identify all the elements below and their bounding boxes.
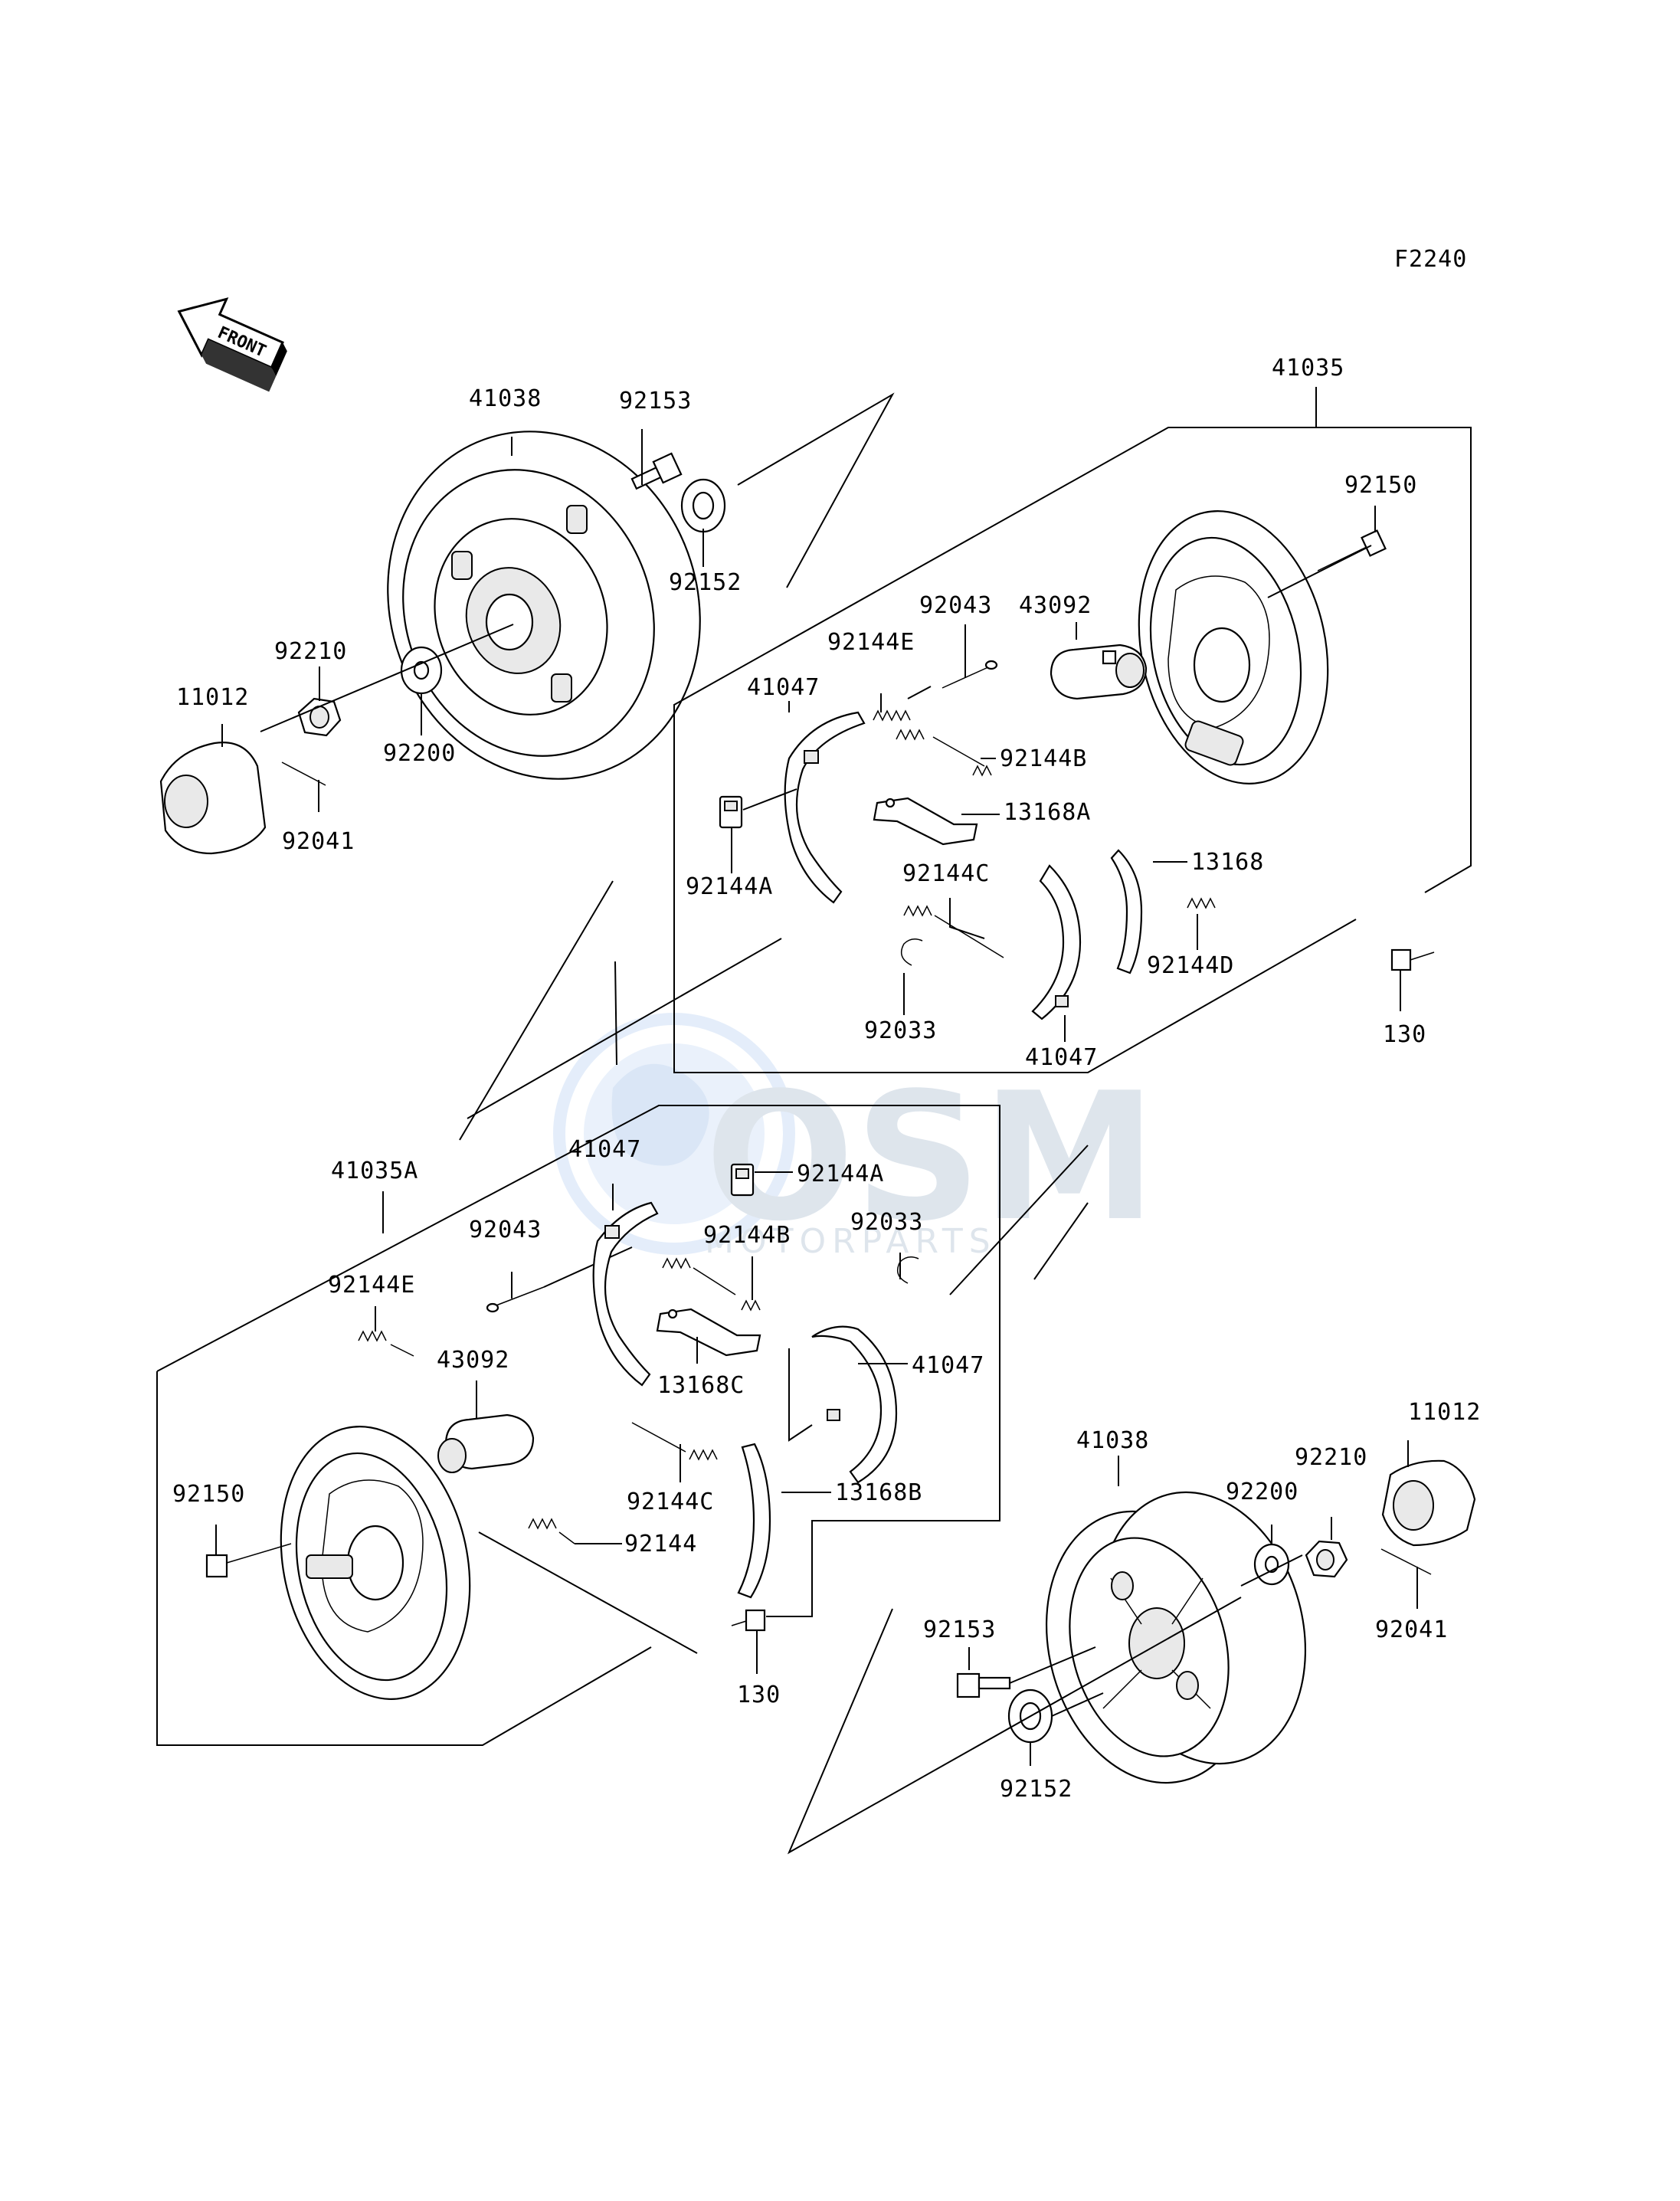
bolt-92150-bottom (205, 1543, 292, 1578)
label-43092-bottom: 43092 (437, 1347, 509, 1374)
label-43092-top: 43092 (1019, 592, 1092, 619)
label-92043-top: 92043 (919, 592, 992, 619)
spring-92144C-top (903, 905, 1004, 958)
bolt-130-bottom (731, 1609, 766, 1632)
label-92144C-top: 92144C (902, 860, 990, 887)
spring-92144C-bottom (631, 1422, 718, 1461)
label-92144-bottom: 92144 (624, 1531, 697, 1557)
label-130-bottom: 130 (737, 1682, 781, 1708)
label-92150-top: 92150 (1344, 472, 1417, 499)
label-41047-top-lower: 41047 (1025, 1044, 1098, 1071)
label-92153-top: 92153 (619, 388, 692, 414)
lever-13168A-top (873, 797, 978, 846)
label-41038-top: 41038 (469, 385, 542, 412)
label-41047-bottom-right: 41047 (912, 1352, 984, 1379)
label-92041-bottom: 92041 (1375, 1616, 1448, 1643)
lever-13168C-bottom (656, 1308, 761, 1357)
label-13168B-bottom: 13168B (835, 1479, 922, 1506)
label-92144B-top: 92144B (1000, 745, 1087, 772)
label-11012-bottom: 11012 (1408, 1399, 1481, 1426)
label-92043-bottom: 92043 (469, 1217, 542, 1243)
label-92153-bottom: 92153 (923, 1616, 996, 1643)
washer-92200-top (400, 646, 443, 695)
watermark-sub: MOTORPARTS (705, 1222, 997, 1261)
label-92144C-bottom: 92144C (627, 1489, 714, 1515)
label-41035-top: 41035 (1272, 355, 1344, 382)
label-41038-bottom: 41038 (1076, 1427, 1149, 1454)
label-13168C-bottom: 13168C (657, 1372, 745, 1399)
shoe-41047-bottom-right (811, 1325, 898, 1484)
label-92041-top: 92041 (282, 828, 355, 855)
nut-92210-bottom (1305, 1540, 1348, 1578)
clip-92144A-top (719, 795, 743, 829)
spring-92144-bottom (528, 1518, 575, 1544)
shoe-41047-bottom-upper (592, 1201, 659, 1387)
label-92144B-bottom: 92144B (703, 1222, 791, 1249)
front-arrow-icon: FRONT (177, 297, 287, 392)
lever-13168-top (1110, 849, 1143, 974)
label-41035A-bottom: 41035A (331, 1158, 418, 1184)
label-92152-bottom: 92152 (1000, 1776, 1073, 1803)
shoe-41047-top-lower (1031, 864, 1082, 1020)
pin-92043-top (942, 660, 998, 689)
pin-92043-bottom (486, 1286, 545, 1313)
label-92210-top: 92210 (274, 638, 347, 665)
nut-92210-top (297, 697, 342, 737)
label-92150-bottom: 92150 (172, 1481, 245, 1508)
spring-92144D-top (1187, 897, 1216, 909)
label-92152-top: 92152 (669, 569, 742, 596)
label-92200-top: 92200 (383, 740, 456, 767)
label-92144A-bottom: 92144A (797, 1161, 884, 1187)
watermark-brand: OSM (705, 1056, 1157, 1260)
label-92200-bottom: 92200 (1226, 1479, 1298, 1505)
spring-92144E-top (873, 709, 911, 722)
bolt-130-top (1390, 948, 1435, 971)
brake-drum-41038-top (387, 431, 701, 780)
bolt-92153-top (630, 452, 683, 490)
clip-92144A-bottom (730, 1163, 755, 1197)
cap-11012-bottom (1381, 1459, 1476, 1547)
label-11012-top: 11012 (176, 684, 249, 711)
backing-plate-41035A-bottom (280, 1426, 471, 1700)
bolt-92153-bottom (956, 1672, 1011, 1698)
lever-13168B-bottom (737, 1443, 771, 1599)
brake-drum-41038-bottom (1045, 1491, 1307, 1784)
label-92144A-top: 92144A (686, 873, 773, 900)
wheel-cylinder-43092-top (1050, 644, 1148, 700)
spring-92144E-bottom (358, 1330, 414, 1357)
seal-92152-top (680, 478, 726, 533)
watermark-logo: OSM MOTORPARTS (553, 1013, 1157, 1261)
diagram-code: F2240 (1394, 246, 1467, 273)
cap-11012-top (159, 742, 267, 855)
label-92033-top: 92033 (864, 1017, 937, 1044)
label-41047-top-upper: 41047 (747, 674, 820, 701)
spring-92144B-bottom (662, 1257, 761, 1312)
spring-92144B-top (896, 729, 992, 777)
label-41047-bottom-upper: 41047 (568, 1136, 641, 1163)
backing-plate-41035-top (1138, 510, 1329, 784)
label-92144E-top: 92144E (827, 629, 915, 656)
clip-92033-top (900, 938, 923, 966)
label-13168A-top: 13168A (1004, 799, 1091, 826)
cotter-pin-92041-bottom (1380, 1548, 1432, 1575)
label-92144E-bottom: 92144E (328, 1272, 415, 1299)
label-130-top: 130 (1383, 1021, 1426, 1048)
label-92144D-top: 92144D (1147, 952, 1234, 979)
wheel-cylinder-43092-bottom (437, 1413, 535, 1473)
label-13168-top: 13168 (1191, 849, 1264, 876)
bolt-92150-top (1317, 529, 1387, 572)
shoe-41047-top-upper (784, 711, 866, 904)
label-92033-bottom: 92033 (850, 1209, 923, 1236)
label-92210-bottom: 92210 (1295, 1444, 1367, 1471)
